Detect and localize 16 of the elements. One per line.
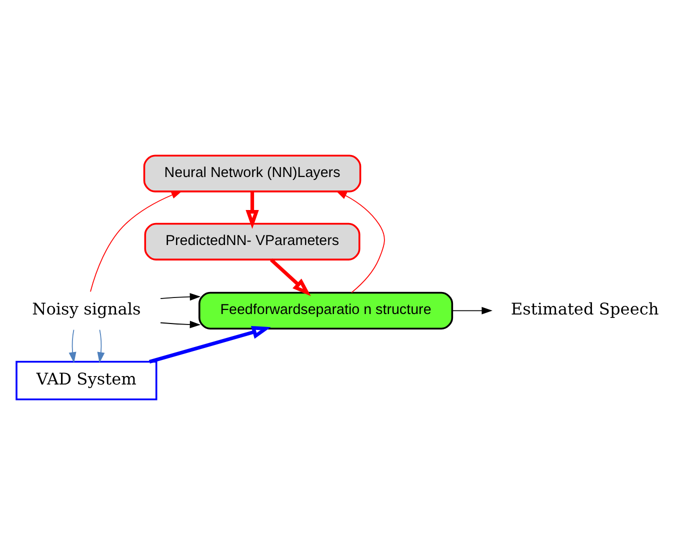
arrow: [90, 190, 182, 292]
node-box: PredictedNN- VParameters: [144, 222, 360, 260]
arrow: [160, 293, 201, 301]
arrow: [160, 320, 201, 328]
node-box: Neural Network (NN)Layers: [143, 154, 362, 192]
arrow: [68, 329, 76, 363]
arrow: [97, 329, 105, 363]
node-box: VAD System: [16, 360, 158, 400]
arrow: [270, 258, 311, 296]
arrow: [452, 306, 492, 314]
node-box: Feedforwardseparatio n structure: [198, 292, 454, 330]
node-text: Estimated Speech: [510, 300, 659, 319]
node-text: Noisy signals: [32, 300, 141, 319]
arrow: [246, 192, 259, 229]
arrow: [149, 326, 271, 364]
arrow: [336, 190, 385, 294]
